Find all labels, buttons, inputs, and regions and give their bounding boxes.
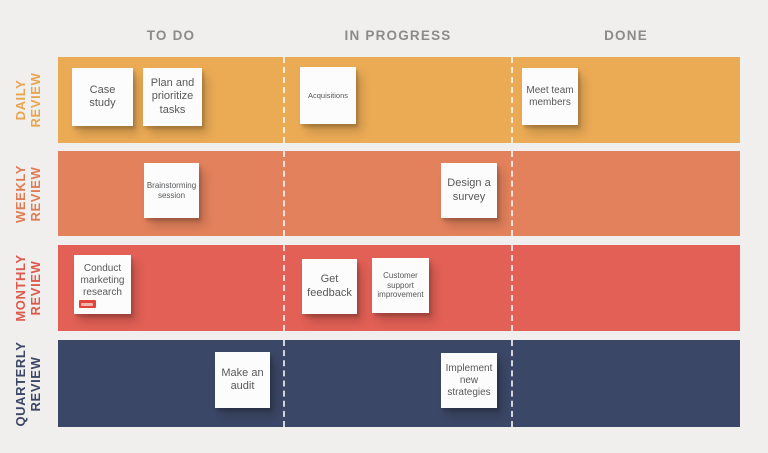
row-label-line: MONTHLY xyxy=(13,254,29,322)
row-label-line: REVIEW xyxy=(28,260,43,316)
column-divider xyxy=(511,340,513,427)
column-header-todo: TO DO xyxy=(146,27,196,43)
sticky-note-case-study[interactable]: Case study xyxy=(72,68,133,126)
note-text: Brainstorming session xyxy=(146,180,197,200)
column-header-done: DONE xyxy=(604,27,648,43)
sticky-note-conduct-marketing-research[interactable]: Conduct marketing research xyxy=(74,255,131,314)
sticky-note-design-a-survey[interactable]: Design a survey xyxy=(441,163,497,218)
column-divider xyxy=(511,57,513,143)
row-label-monthly-review: MONTHLY REVIEW xyxy=(0,245,58,331)
row-label-line: QUARTERLY xyxy=(13,340,29,427)
row-label-line: WEEKLY xyxy=(13,164,29,223)
column-divider xyxy=(283,57,285,143)
note-text: Meet team members xyxy=(526,84,574,108)
row-label-daily-review: DAILY REVIEW xyxy=(0,57,58,143)
sticky-note-acquisitions[interactable]: Acquisitions xyxy=(300,67,356,124)
row-label-line: REVIEW xyxy=(28,356,43,411)
sticky-note-meet-team-members[interactable]: Meet team members xyxy=(522,68,578,125)
row-label-line: REVIEW xyxy=(28,166,43,221)
note-text: Customer support improvement xyxy=(377,271,424,300)
column-header-in-progress: IN PROGRESS xyxy=(344,27,452,43)
column-divider xyxy=(511,245,513,331)
column-divider xyxy=(283,340,285,427)
sticky-note-brainstorming-session[interactable]: Brainstorming session xyxy=(144,163,199,218)
note-text: Case study xyxy=(89,83,116,109)
sticky-note-implement-new-strategies[interactable]: Implement new strategies xyxy=(441,353,497,408)
row-label-quarterly-review: QUARTERLY REVIEW xyxy=(0,340,58,427)
column-divider xyxy=(511,151,513,236)
band-quarterly-review xyxy=(58,340,740,427)
row-label-weekly-review: WEEKLY REVIEW xyxy=(0,151,58,236)
sticky-note-customer-support-improvement[interactable]: Customer support improvement xyxy=(372,258,429,313)
sticky-note-make-an-audit[interactable]: Make an audit xyxy=(215,352,270,408)
note-text: Acquisitions xyxy=(307,91,349,100)
note-text: Get feedback xyxy=(307,273,352,299)
sticky-note-get-feedback[interactable]: Get feedback xyxy=(302,259,357,314)
priority-tag xyxy=(79,300,96,308)
column-divider xyxy=(283,151,285,236)
column-divider xyxy=(283,245,285,331)
note-text: Design a survey xyxy=(447,177,491,203)
row-label-line: DAILY xyxy=(13,79,29,121)
note-text: Make an audit xyxy=(221,366,264,392)
note-text: Implement new strategies xyxy=(445,362,493,398)
note-text: Plan and prioritize tasks xyxy=(150,77,195,116)
note-text: Conduct marketing research xyxy=(80,263,125,298)
sticky-note-plan-and-prioritize-tasks[interactable]: Plan and prioritize tasks xyxy=(143,68,202,126)
row-label-line: REVIEW xyxy=(28,72,43,128)
